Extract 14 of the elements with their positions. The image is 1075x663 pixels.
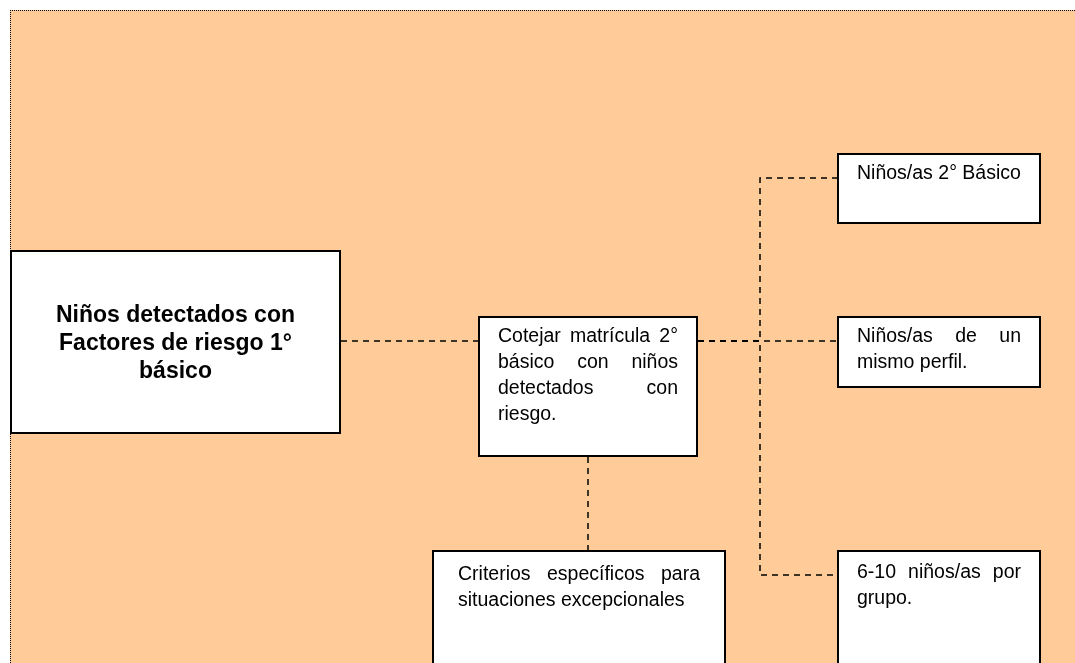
box-text: 6-10 niños/as por grupo.	[857, 559, 1021, 610]
text-box	[837, 316, 1041, 388]
box-text: Niños detectados con Factores de riesgo 1° básico	[55, 300, 296, 384]
box-text: Criterios específicos para situaciones excepcionales	[458, 561, 700, 612]
dashed-connector	[587, 456, 589, 551]
text-box	[837, 550, 1041, 663]
text-box	[478, 316, 698, 457]
text-box	[432, 550, 726, 663]
dashed-connector	[340, 340, 479, 342]
box-text: Niños/as 2° Básico	[857, 160, 1021, 185]
text-box	[837, 153, 1041, 224]
text-box	[10, 250, 341, 434]
box-text: Cotejar matrícula 2° básico con niños detectados con riesgo.	[498, 323, 678, 426]
box-text: Niños/as de un mismo perfil.	[857, 323, 1021, 374]
